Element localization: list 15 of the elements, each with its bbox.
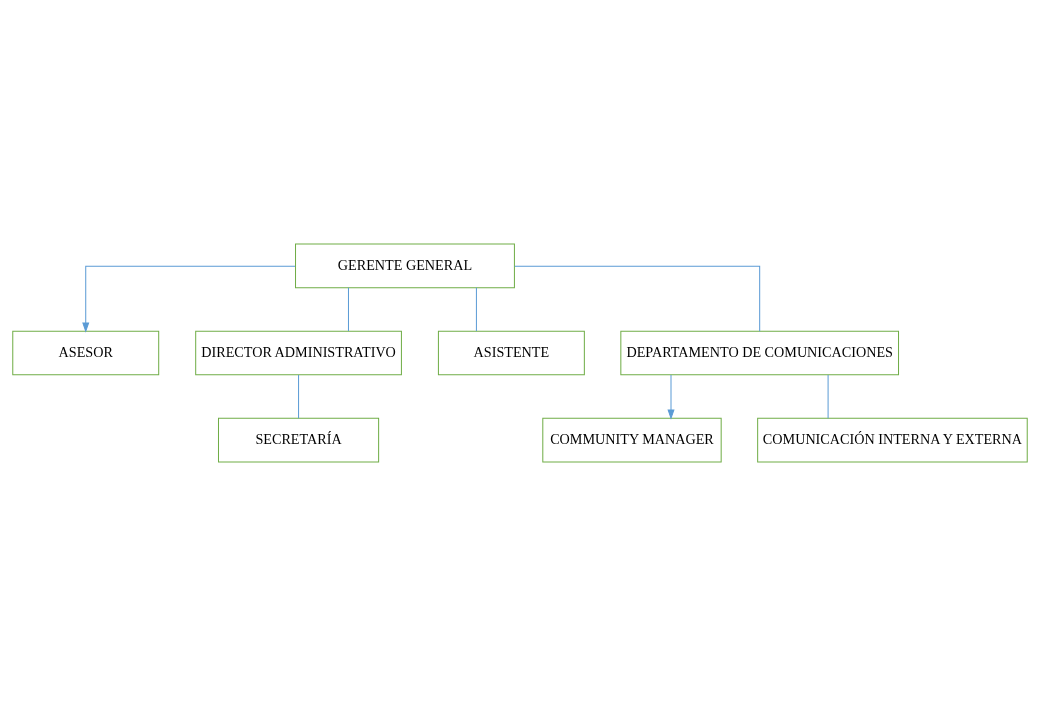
connector <box>298 374 300 419</box>
node-box: COMUNICACIÓN INTERNA Y EXTERNA <box>757 417 1028 462</box>
connector <box>475 286 477 332</box>
connector <box>514 265 761 332</box>
node-box: COMMUNITY MANAGER <box>542 417 722 462</box>
node-box: SECRETARÍA <box>218 417 380 462</box>
arrow <box>82 265 296 333</box>
connector <box>347 286 349 332</box>
node-box: GERENTE GENERAL <box>295 243 515 288</box>
arrow <box>667 374 675 420</box>
node-box: ASESOR <box>12 330 160 375</box>
node-box: ASISTENTE <box>437 330 585 375</box>
node-box: DEPARTAMENTO DE COMUNICACIONES <box>620 330 900 375</box>
connector <box>827 374 829 419</box>
node-box: DIRECTOR ADMINISTRATIVO <box>195 330 402 375</box>
